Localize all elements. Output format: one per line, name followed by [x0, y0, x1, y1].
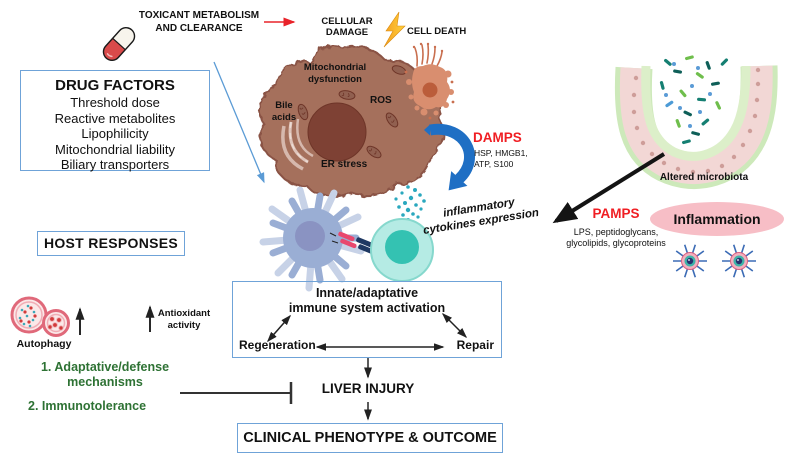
drug-factor-item: Threshold dose — [70, 95, 160, 110]
villus-icon — [614, 55, 778, 190]
altered-microbiota-label: Altered microbiota — [659, 172, 749, 183]
repair-label: Repair — [456, 338, 494, 352]
regeneration-label: Regeneration — [239, 338, 316, 352]
inflammation-badge: Inflammation — [650, 202, 784, 236]
bacteria-icons — [659, 55, 729, 145]
mitochondrion-icon — [297, 103, 309, 121]
er-stress-icon — [281, 118, 314, 171]
damps-molecules-label: HSP, HMGB1,ATP, S100 — [474, 148, 528, 169]
inhibition-bar — [180, 382, 293, 404]
hepatocyte-nucleus — [307, 102, 367, 162]
mitochondrion-icon — [385, 112, 399, 128]
immunotolerance-label: 2. Immunotolerance — [28, 399, 147, 413]
mitochondrion-icon — [366, 145, 382, 159]
drug-effect-arrow — [213, 61, 265, 184]
pamps-arrow — [552, 152, 666, 224]
lymphocyte-icon — [370, 218, 434, 282]
dendritic-cell-icon — [259, 186, 365, 292]
regeneration-activation-arrow — [267, 314, 291, 343]
autophagy-label: Autophagy — [16, 338, 72, 350]
toxicant-metabolism-label: TOXICANT METABOLISM AND CLEARANCE — [138, 10, 260, 34]
drug-factor-item: Biliary transporters — [60, 157, 170, 172]
ros-label: ROS — [370, 95, 392, 106]
cellular-damage-label: CELLULAR DAMAGE — [321, 16, 373, 38]
blue-curved-arrow-icon — [424, 123, 475, 191]
host-responses-box: HOST RESPONSES — [37, 231, 185, 256]
er-stress-label: ER stress — [321, 159, 368, 170]
virus-icon — [722, 244, 756, 278]
repair-activation-arrow — [441, 312, 468, 339]
drug-factor-item: Reactive metabolites — [54, 110, 176, 126]
autophagy-icon — [10, 296, 70, 337]
apoptotic-cell-icon — [404, 42, 455, 120]
clinical-outcome-box: CLINICAL PHENOTYPE & OUTCOME — [237, 423, 503, 453]
lightning-icon — [383, 11, 406, 48]
drug-factors-box: DRUG FACTORS Threshold dose Reactive met… — [20, 70, 210, 172]
mitochondrion-icon — [338, 90, 356, 100]
liver-injury-label: LIVER INJURY — [321, 381, 415, 396]
pamps-molecules-label: LPS, peptidoglycans,glycolipids, glycopr… — [566, 227, 666, 248]
drug-factor-item: Lipophilicity — [81, 126, 149, 141]
pamps-label: PAMPS — [592, 206, 640, 221]
pill-icon — [102, 26, 136, 62]
drug-factors-title: DRUG FACTORS — [55, 77, 175, 94]
damps-label: DAMPS — [473, 130, 522, 145]
drug-factor-item: Mitochondrial liability — [55, 141, 175, 157]
cell-death-label: CELL DEATH — [407, 26, 467, 37]
virus-icon — [673, 244, 707, 278]
